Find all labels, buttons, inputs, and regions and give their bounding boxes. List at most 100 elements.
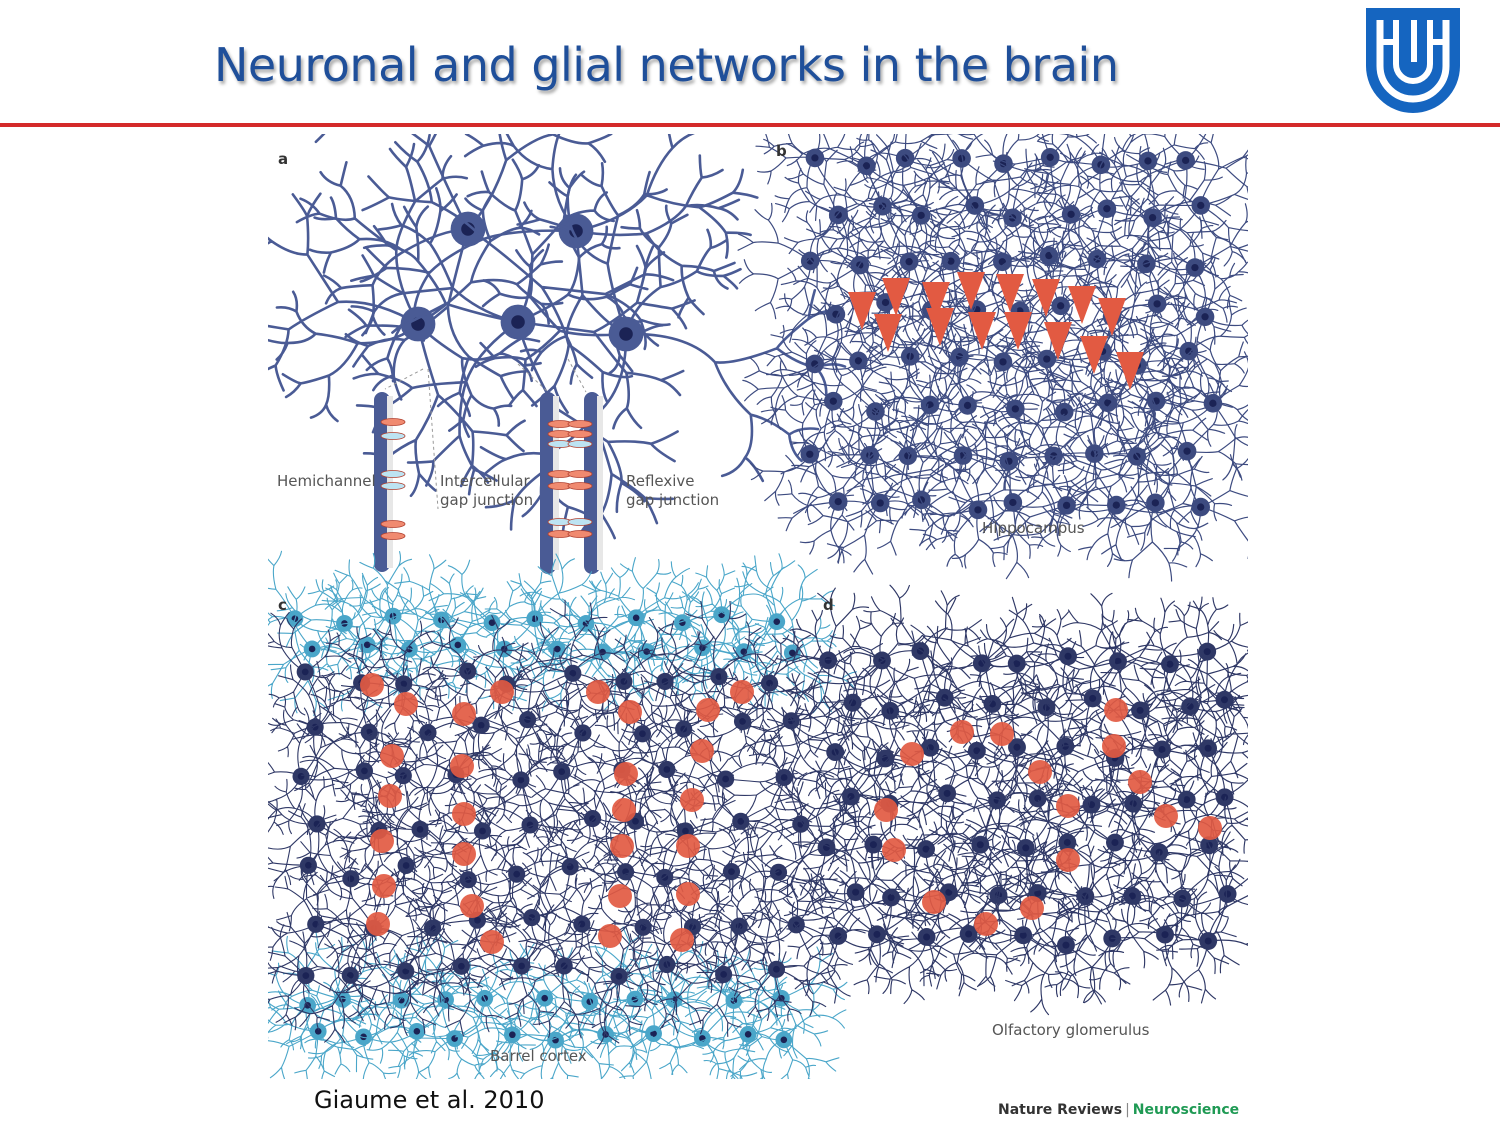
astrocyte-processes xyxy=(1005,894,1130,1016)
astrocyte-processes xyxy=(723,553,836,688)
astrocyte-nucleus xyxy=(1034,889,1042,897)
astrocyte-nucleus xyxy=(947,257,955,265)
astrocyte-processes xyxy=(655,916,798,1038)
astrocyte-nucleus xyxy=(1043,355,1051,363)
astrocyte-nucleus xyxy=(1191,263,1199,272)
astrocyte-nucleus xyxy=(823,843,831,851)
astrocyte-nucleus xyxy=(1197,201,1205,210)
panel-d-olfactory-glomerulus xyxy=(761,584,1295,1016)
neuron-soma xyxy=(366,912,390,936)
astrocyte-nucleus xyxy=(834,211,842,219)
astrocyte-nucleus xyxy=(347,875,355,883)
astrocyte-nucleus xyxy=(715,673,723,680)
astrocyte-nucleus xyxy=(1224,890,1232,898)
astrocyte-nucleus xyxy=(963,401,972,410)
reflexive-label-line1: Reflexive xyxy=(626,472,695,490)
astrocyte-nucleus xyxy=(513,870,521,878)
astrocyte-nucleus xyxy=(682,827,689,835)
astrocyte-nucleus xyxy=(1136,706,1144,714)
neuron-soma xyxy=(618,700,642,724)
astrocyte-processes xyxy=(308,16,675,418)
astrocyte-nucleus xyxy=(346,971,354,979)
panel-c-barrel-cortex xyxy=(234,550,866,1107)
neuron-soma xyxy=(922,890,946,914)
astrocyte-processes xyxy=(706,899,837,1022)
panel-a-letter: a xyxy=(278,150,289,168)
astrocyte-nucleus xyxy=(363,641,371,649)
astrocyte-nucleus xyxy=(569,669,577,677)
astrocyte-nucleus xyxy=(578,920,586,928)
astrocyte-nucleus xyxy=(302,972,310,979)
astrocyte-nucleus xyxy=(308,645,316,653)
neuron-soma xyxy=(696,698,720,722)
astrocyte-nucleus xyxy=(1144,157,1152,165)
astrocyte-processes xyxy=(775,251,887,373)
connexin-channel xyxy=(380,418,406,426)
astrocyte-nucleus xyxy=(1151,499,1160,507)
astrocyte-nucleus xyxy=(301,668,309,676)
astrocyte-nucleus xyxy=(1062,941,1070,949)
astrocyte-nucleus xyxy=(461,222,475,236)
connexin-channel xyxy=(380,470,406,478)
neuron-soma xyxy=(950,720,974,744)
astrocyte-nucleus xyxy=(1203,648,1211,656)
astrocyte-nucleus xyxy=(1011,405,1019,413)
neuron-soma xyxy=(900,742,924,766)
astrocyte-nucleus xyxy=(1064,652,1072,660)
astrocyte-processes xyxy=(987,439,1155,557)
astrocyte-nucleus xyxy=(632,614,640,622)
astrocyte-processes xyxy=(643,600,779,737)
astrocyte-processes xyxy=(340,619,468,735)
astrocyte-processes xyxy=(829,650,966,790)
neuron-soma xyxy=(882,838,906,862)
astrocyte-nucleus xyxy=(615,972,623,980)
astrocyte-nucleus xyxy=(361,767,368,775)
pyramidal-neuron xyxy=(848,292,876,330)
astrocyte-nucleus xyxy=(400,680,408,688)
neuron-soma xyxy=(690,739,714,763)
neuron-soma xyxy=(990,722,1014,746)
astrocyte-nucleus xyxy=(1042,703,1050,711)
connexin-channel xyxy=(567,530,593,538)
neuron-soma xyxy=(394,692,418,716)
astrocyte-nucleus xyxy=(650,1030,657,1037)
astrocyte-nucleus xyxy=(517,776,525,784)
astrocyte-nucleus xyxy=(1114,657,1122,665)
figure-canvas xyxy=(226,16,1295,1107)
astrocyte-processes xyxy=(605,971,711,1094)
astrocyte-processes xyxy=(776,587,891,733)
astrocyte-nucleus xyxy=(1057,302,1065,310)
astrocyte-nucleus xyxy=(1166,660,1174,668)
astrocyte-processes xyxy=(924,768,1060,913)
neuron-soma xyxy=(1154,804,1178,828)
astrocyte-nucleus xyxy=(402,862,410,869)
neuron-soma xyxy=(1102,734,1126,758)
pyramidal-neuron xyxy=(1032,279,1060,317)
intercellular-label-line1: Intercellular xyxy=(440,472,530,490)
connexin-channel xyxy=(567,420,593,428)
astrocyte-nucleus xyxy=(1009,498,1017,507)
neuron-soma xyxy=(676,834,700,858)
pyramidal-neuron xyxy=(874,314,902,352)
panel-a-gap-junctions xyxy=(226,16,847,574)
astrocyte-processes xyxy=(1052,245,1196,384)
neuron-soma xyxy=(1020,896,1044,920)
neuron-soma xyxy=(370,829,394,853)
astrocyte-nucleus xyxy=(775,868,782,876)
inset-guide-line xyxy=(567,358,587,393)
citation: Giaume et al. 2010 xyxy=(314,1086,545,1114)
astrocyte-nucleus xyxy=(360,1033,367,1041)
astrocyte-nucleus xyxy=(1046,153,1054,161)
astrocyte-nucleus xyxy=(632,817,639,825)
astrocyte-nucleus xyxy=(973,747,981,755)
astrocyte-processes xyxy=(589,892,728,1034)
astrocyte-nucleus xyxy=(413,1028,421,1035)
astrocyte-nucleus xyxy=(1197,503,1205,511)
astrocyte-nucleus xyxy=(744,1030,752,1038)
astrocyte-nucleus xyxy=(619,327,633,341)
figure: a b c d Hemichannel Intercellular gap ju… xyxy=(226,16,1295,1107)
astrocyte-nucleus xyxy=(643,648,650,655)
astrocyte-nucleus xyxy=(965,930,973,938)
astrocyte-nucleus xyxy=(869,841,877,849)
astrocyte-nucleus xyxy=(1019,931,1027,939)
